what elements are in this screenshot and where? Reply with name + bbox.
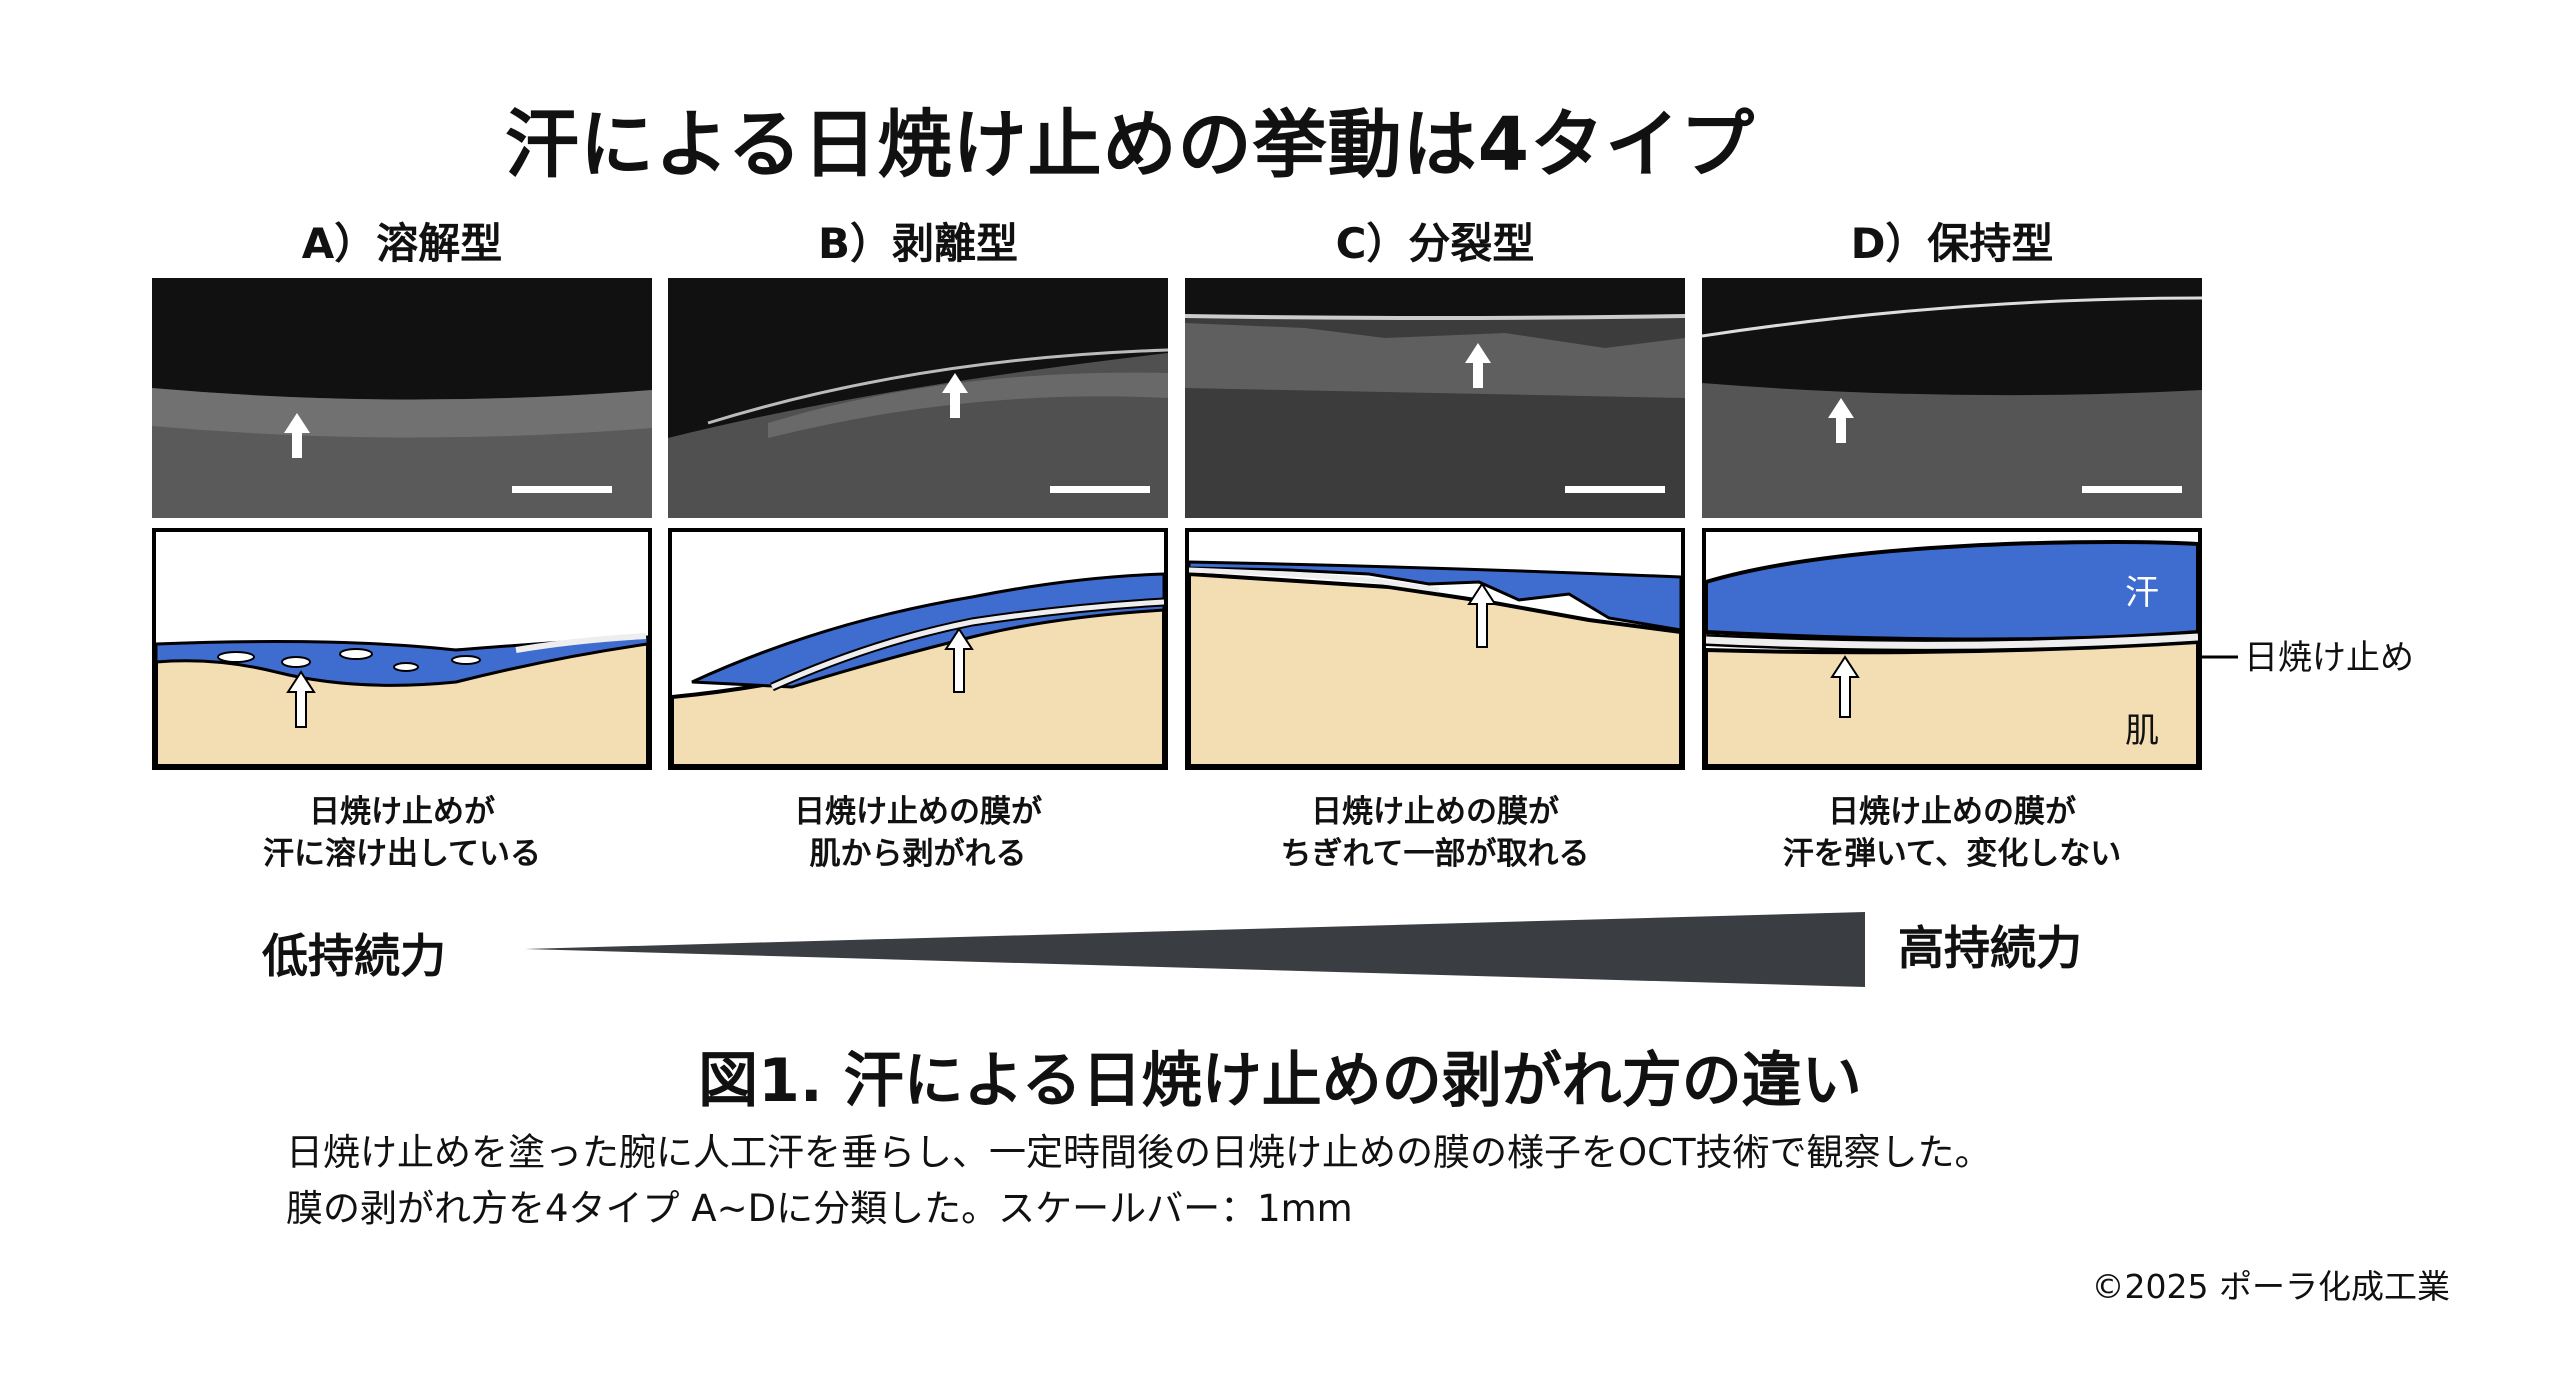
- illustration-d: [1702, 528, 2202, 770]
- panel-label-a: A）溶解型: [301, 219, 503, 268]
- caption-a-line-1: 日焼け止めが: [309, 794, 495, 830]
- oct-image-c: [1185, 278, 1685, 518]
- caption-c: 日焼け止めの膜が ちぎれて一部が取れる: [1185, 792, 1685, 876]
- sunscreen-label: 日焼け止め: [2244, 638, 2414, 678]
- illus-arrow-b-icon: [944, 627, 974, 693]
- caption-c-line-2: ちぎれて一部が取れる: [1280, 835, 1590, 872]
- caption-d: 日焼け止めの膜が 汗を弾いて、変化しない: [1702, 792, 2202, 876]
- scale-bar-c: [1565, 486, 1665, 493]
- low-persistence-label: 低持続力: [262, 929, 446, 983]
- skin-label: 肌: [2125, 711, 2159, 751]
- illus-arrow-a-icon: [286, 670, 316, 728]
- caption-d-line-2: 汗を弾いて、変化しない: [1782, 835, 2122, 872]
- scale-bar-d: [2082, 486, 2182, 493]
- oct-image-d: [1702, 278, 2202, 518]
- scale-bar-a: [512, 486, 612, 493]
- copyright: ©2025 ポーラ化成工業: [2091, 1267, 2450, 1306]
- illus-arrow-c-icon: [1467, 582, 1497, 648]
- main-title: 汗による日焼け止めの挙動は4タイプ: [504, 102, 1756, 188]
- high-persistence-label: 高持続力: [1898, 921, 2082, 975]
- oct-image-a: [152, 278, 652, 518]
- panel-label-d: D）保持型: [1850, 219, 2054, 268]
- illustration-c: [1185, 528, 1685, 770]
- caption-b-line-2: 肌から剥がれる: [809, 835, 1027, 872]
- caption-a: 日焼け止めが 汗に溶け出している: [152, 792, 652, 876]
- caption-b: 日焼け止めの膜が 肌から剥がれる: [668, 792, 1168, 876]
- panel-label-b: B）剥離型: [817, 219, 1018, 268]
- illustration-b: [668, 528, 1168, 770]
- oct-arrow-d-icon: [1828, 398, 1854, 443]
- illus-arrow-d-icon: [1830, 655, 1860, 718]
- panel-label-c: C）分裂型: [1335, 219, 1535, 268]
- illustration-a: [152, 528, 652, 770]
- caption-a-line-2: 汗に溶け出している: [262, 835, 542, 872]
- caption-c-line-1: 日焼け止めの膜が: [1311, 794, 1559, 830]
- oct-image-b: [668, 278, 1168, 518]
- sweat-label: 汗: [2125, 573, 2159, 613]
- caption-b-line-1: 日焼け止めの膜が: [794, 794, 1042, 830]
- persistence-wedge: [525, 912, 1865, 987]
- description-line-2: 膜の剥がれ方を4タイプ A~Dに分類した。スケールバー：1mm: [286, 1187, 1353, 1230]
- caption-d-line-1: 日焼け止めの膜が: [1828, 794, 2076, 830]
- oct-arrow-c-icon: [1465, 343, 1491, 388]
- oct-arrow-a-icon: [284, 413, 310, 458]
- figure-title: 図1. 汗による日焼け止めの剥がれ方の違い: [698, 1046, 1862, 1116]
- sunscreen-leader-line: [2198, 655, 2238, 659]
- scale-bar-b: [1050, 486, 1150, 493]
- oct-arrow-b-icon: [942, 373, 968, 418]
- description-line-1: 日焼け止めを塗った腕に人工汗を垂らし、一定時間後の日焼け止めの膜の様子をOCT技…: [286, 1131, 1992, 1174]
